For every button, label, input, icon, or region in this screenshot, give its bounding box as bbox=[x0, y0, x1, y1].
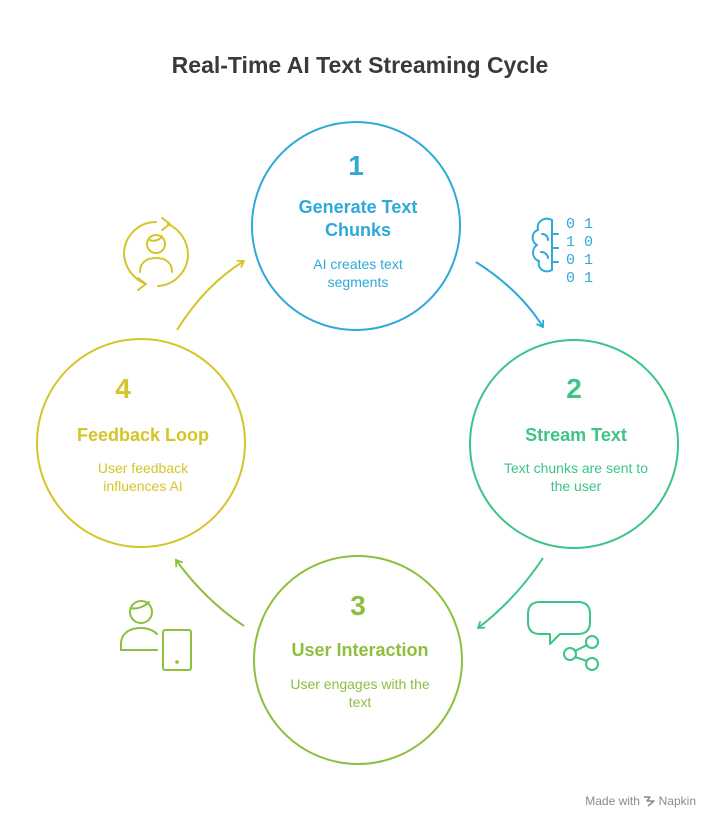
step-1-number: 1 bbox=[348, 150, 364, 181]
step-2-description: Text chunks are sent to the user bbox=[486, 459, 666, 495]
step-2-number: 2 bbox=[566, 373, 582, 404]
step-2-title-line: Stream Text bbox=[525, 425, 627, 445]
step-3-number: 3 bbox=[350, 590, 366, 621]
diagram-title: Real-Time AI Text Streaming Cycle bbox=[171, 52, 549, 78]
arrow-1-to-2 bbox=[475, 261, 545, 329]
binary-row: 0 1 bbox=[566, 270, 593, 287]
step-4-node: 4 Feedback Loop User feedback influences… bbox=[36, 338, 246, 548]
step-3-title-line: User Interaction bbox=[291, 640, 429, 660]
arrow-3-to-4 bbox=[175, 558, 245, 627]
user-tablet-icon bbox=[120, 600, 192, 671]
made-with-label: Made with bbox=[585, 793, 640, 808]
step-1-desc-line: AI creates text bbox=[313, 256, 403, 272]
binary-row: 1 0 bbox=[566, 234, 593, 251]
step-1-title-line: Chunks bbox=[324, 220, 391, 240]
arrow-4-to-1 bbox=[176, 259, 246, 331]
step-3-node: 3 User Interaction User engages with the… bbox=[253, 555, 463, 765]
step-3-description: User engages with the text bbox=[270, 675, 450, 711]
step-2-title: Stream Text bbox=[491, 424, 661, 447]
step-4-number: 4 bbox=[115, 373, 131, 404]
step-4-desc-line: influences AI bbox=[103, 478, 183, 494]
chat-share-icon bbox=[527, 601, 599, 671]
step-3-title: User Interaction bbox=[265, 639, 455, 662]
step-4-desc-line: User feedback bbox=[97, 460, 189, 476]
step-4-description: User feedback influences AI bbox=[63, 459, 223, 495]
binary-row: 0 1 bbox=[566, 216, 593, 233]
binary-brain-icon: 0 1 1 0 0 1 0 1 bbox=[531, 216, 593, 287]
step-3-desc-line: text bbox=[348, 694, 372, 710]
step-2-node: 2 Stream Text Text chunks are sent to th… bbox=[469, 339, 679, 549]
step-1-description: AI creates text segments bbox=[278, 255, 438, 291]
made-with-footer: Made with Napkin bbox=[585, 793, 696, 808]
step-4-title-line: Feedback Loop bbox=[76, 425, 210, 445]
binary-row: 0 1 bbox=[566, 252, 593, 269]
napkin-brand: Napkin bbox=[658, 793, 696, 808]
step-4-title: Feedback Loop bbox=[58, 424, 228, 447]
napkin-logo-icon bbox=[644, 796, 656, 807]
user-cycle-icon bbox=[123, 217, 190, 291]
step-3-desc-line: User engages with the bbox=[290, 676, 430, 692]
step-1-node: 1 Generate Text Chunks AI creates text s… bbox=[251, 121, 461, 331]
step-1-title-line: Generate Text bbox=[298, 197, 418, 217]
step-1-title: Generate Text Chunks bbox=[273, 196, 443, 242]
step-1-desc-line: segments bbox=[327, 274, 389, 290]
step-2-desc-line: Text chunks are sent to bbox=[504, 460, 648, 476]
step-2-desc-line: the user bbox=[550, 478, 602, 494]
arrow-2-to-3 bbox=[476, 557, 544, 629]
